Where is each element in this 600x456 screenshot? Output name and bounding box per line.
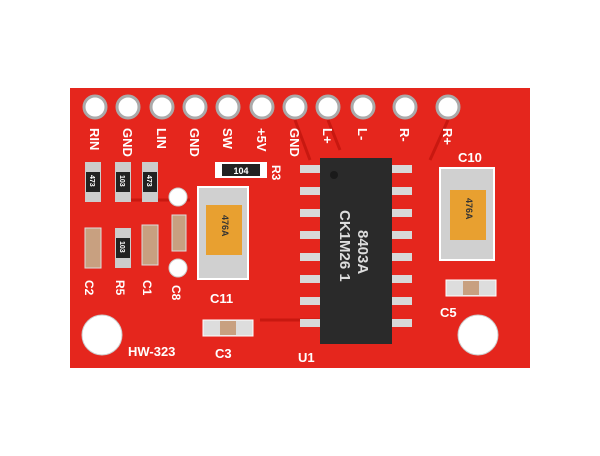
- pin-label: L-: [355, 128, 370, 140]
- label-c5: C5: [440, 305, 457, 320]
- label-c10: C10: [458, 150, 482, 165]
- chip-leg: [392, 319, 412, 327]
- pin-label: L+: [320, 128, 335, 144]
- amplifier-chip: 8403A CK1M26 1: [300, 158, 412, 344]
- chip-leg: [300, 231, 320, 239]
- capacitor-c11: 476A: [197, 186, 249, 280]
- svg-text:104: 104: [233, 166, 248, 176]
- header-pin: [249, 94, 275, 120]
- header-pin: [392, 94, 418, 120]
- svg-text:103: 103: [118, 241, 125, 253]
- capacitor-c2: [84, 227, 102, 269]
- header-pin: [315, 94, 341, 120]
- chip-leg: [392, 231, 412, 239]
- pin-label: R-: [397, 128, 412, 142]
- svg-text:473: 473: [145, 175, 152, 187]
- chip-leg: [392, 165, 412, 173]
- label-c2: C2: [82, 280, 96, 296]
- via: [168, 187, 188, 207]
- chip-leg: [300, 165, 320, 173]
- header-pin: [82, 94, 108, 120]
- resistor-104: 104: [215, 162, 267, 178]
- pin-label: R+: [440, 128, 455, 145]
- pin-label: LIN: [154, 128, 169, 149]
- mounting-hole-right: [457, 314, 499, 356]
- svg-text:473: 473: [88, 175, 95, 187]
- chip-leg: [392, 297, 412, 305]
- header-pin: [215, 94, 241, 120]
- capacitor-c8: [171, 214, 187, 252]
- header-pin: [350, 94, 376, 120]
- chip-leg: [392, 275, 412, 283]
- chip-leg: [392, 253, 412, 261]
- chip-marking-1: 8403A: [354, 230, 371, 274]
- resistor-473-b: 473: [142, 162, 158, 202]
- header-pin: [115, 94, 141, 120]
- resistor-103-a: 103: [115, 162, 131, 202]
- chip-leg: [300, 297, 320, 305]
- pin-label: +5V: [254, 128, 269, 152]
- board-model: HW-323: [128, 344, 175, 359]
- chip-marking-2: CK1M26 1: [336, 210, 353, 282]
- resistor-473-a: 473: [85, 162, 101, 202]
- resistor-103-b: 103: [115, 228, 131, 268]
- label-c1: C1: [140, 280, 154, 296]
- chip-leg: [392, 209, 412, 217]
- label-r3: R3: [269, 165, 283, 181]
- pin-label: GND: [120, 128, 135, 157]
- chip-leg: [300, 187, 320, 195]
- chip-leg: [300, 209, 320, 217]
- svg-text:476A: 476A: [464, 198, 474, 220]
- svg-text:103: 103: [118, 175, 125, 187]
- capacitor-c10: 476A: [439, 167, 495, 261]
- label-r5: R5: [113, 280, 127, 296]
- chip-leg: [392, 187, 412, 195]
- label-c8: C8: [169, 285, 183, 301]
- label-c11: C11: [210, 291, 233, 306]
- pin-label: GND: [187, 128, 202, 157]
- chip-leg: [300, 253, 320, 261]
- header-pin: [282, 94, 308, 120]
- mounting-hole-left: [81, 314, 123, 356]
- header-pin: [435, 94, 461, 120]
- header-pin: [182, 94, 208, 120]
- label-u1: U1: [298, 350, 315, 365]
- chip-leg: [300, 275, 320, 283]
- pin-label: RIN: [87, 128, 102, 150]
- pin-label: GND: [287, 128, 302, 157]
- capacitor-c1: [141, 224, 159, 266]
- header-pin: [149, 94, 175, 120]
- via: [168, 258, 188, 278]
- svg-text:476A: 476A: [220, 215, 230, 237]
- label-c3: C3: [215, 346, 232, 361]
- chip-leg: [300, 319, 320, 327]
- pin-label: SW: [220, 128, 235, 150]
